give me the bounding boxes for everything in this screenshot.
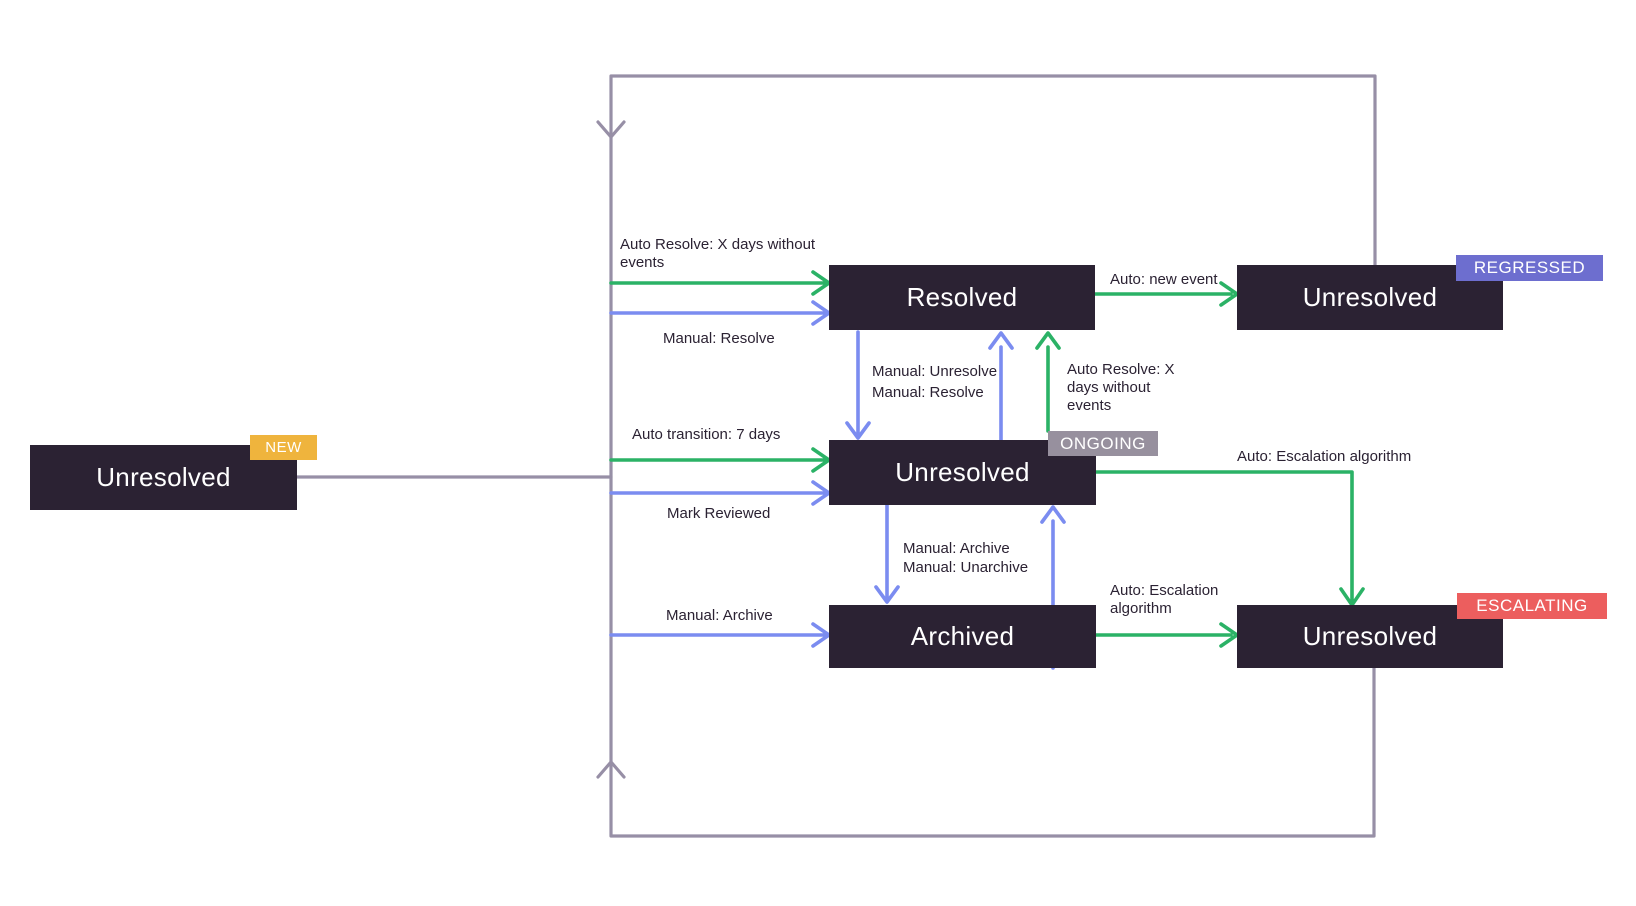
- edge-label-auto-escalation-algorithm-wrapped: Auto: Escalation algorithm: [1110, 582, 1219, 617]
- loop-wire: [609, 74, 1377, 838]
- badge-escalating: ESCALATING: [1457, 593, 1607, 619]
- edge-label-auto-resolve-days: Auto Resolve: X days without events: [620, 236, 816, 271]
- edge-label-auto-transition: Auto transition: 7 days: [632, 426, 781, 443]
- state-unresolved-ongoing: Unresolved: [829, 440, 1096, 505]
- arrow-archived-to-escalating: [1094, 622, 1239, 648]
- badge-regressed: REGRESSED: [1456, 255, 1603, 281]
- state-label: Unresolved: [895, 457, 1030, 487]
- state-archived: Archived: [829, 605, 1096, 668]
- edge-label-manual-archive-unarchive: Manual: Archive Manual: Unarchive: [903, 540, 1029, 576]
- arrow-manual-resolve-to-resolved: [609, 300, 831, 326]
- edge-label-auto-escalation-algorithm: Auto: Escalation algorithm: [1237, 448, 1412, 465]
- arrow-auto-transition-to-ongoing: [609, 447, 831, 473]
- arrow-ongoing-down-to-archived: [874, 503, 900, 604]
- edge-label-auto-resolve-days-wrapped: Auto Resolve: X days without events: [1067, 361, 1175, 414]
- edge-label-manual-archive: Manual: Archive: [666, 607, 773, 624]
- edge-label-manual-unresolve-resolve: Manual: Unresolve Manual: Resolve: [872, 363, 998, 401]
- arrow-auto-resolve-ongoing-to-resolved: [1035, 331, 1061, 433]
- badge-ongoing: ONGOING: [1048, 431, 1158, 456]
- state-label: Archived: [910, 621, 1015, 651]
- edge-label-manual-resolve: Manual: Resolve: [663, 330, 775, 347]
- state-label: Unresolved: [1302, 621, 1438, 651]
- arrow-manual-archive-to-archived: [609, 622, 831, 648]
- loop-arrow-down-icon: [596, 120, 626, 139]
- state-resolved: Resolved: [829, 265, 1095, 330]
- arrow-auto-resolve-to-resolved: [609, 270, 831, 296]
- state-label: Resolved: [906, 282, 1018, 312]
- state-label: Unresolved: [96, 462, 231, 492]
- state-label: Unresolved: [1302, 282, 1438, 312]
- arrow-ongoing-up-to-resolved: [988, 331, 1014, 442]
- badge-new: NEW: [250, 435, 317, 460]
- state-unresolved-escalating: Unresolved: [1237, 605, 1503, 668]
- arrow-resolved-down-to-ongoing: [845, 330, 871, 440]
- arrow-mark-reviewed-to-ongoing: [609, 480, 831, 506]
- edge-label-auto-new-event: Auto: new event: [1110, 271, 1218, 288]
- edge-label-mark-reviewed: Mark Reviewed: [667, 505, 771, 522]
- loop-arrow-up-icon: [596, 760, 626, 779]
